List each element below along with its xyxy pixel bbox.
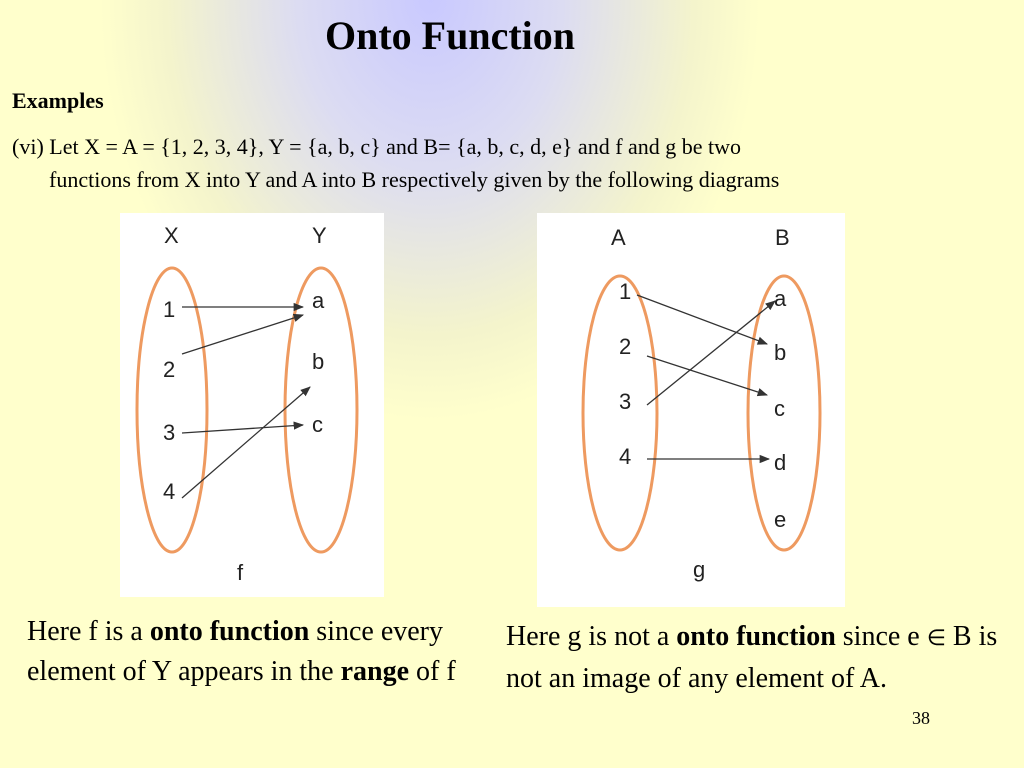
caption-g-text-2: since e xyxy=(835,621,927,652)
codomain-set-label: B xyxy=(775,225,790,250)
mapping-arrow xyxy=(181,313,304,355)
diagram-f-svg: X Y 1 2 3 4 a b c f xyxy=(135,223,359,585)
codomain-oval xyxy=(283,266,359,554)
mapping-arrow xyxy=(646,355,768,397)
section-heading: Examples xyxy=(12,88,104,113)
domain-element: 4 xyxy=(163,479,175,504)
caption-f-text-1: Here f is a xyxy=(27,616,150,647)
codomain-element: a xyxy=(312,288,325,313)
problem-line-1: (vi) Let X = A = {1, 2, 3, 4}, Y = {a, b… xyxy=(12,134,742,159)
caption-f-bold-2: range xyxy=(340,656,410,687)
caption-g-text-3: B is not an image of any element of A. xyxy=(506,621,998,694)
diagram-g-svg: A B 1 2 3 4 a b c d e g xyxy=(581,225,822,582)
caption-f: Here f is a onto function since every el… xyxy=(27,612,467,692)
caption-g-bold-1: onto function xyxy=(676,621,836,652)
function-label: g xyxy=(693,557,705,582)
caption-f-text-3: of f xyxy=(409,656,456,687)
domain-oval xyxy=(135,266,209,554)
domain-element: 4 xyxy=(619,444,631,469)
mapping-diagram-f: X Y 1 2 3 4 a b c f xyxy=(120,213,384,597)
mapping-arrow xyxy=(646,300,776,406)
codomain-element: d xyxy=(774,450,786,475)
codomain-oval xyxy=(746,274,822,552)
domain-element: 3 xyxy=(619,389,631,414)
domain-element: 3 xyxy=(163,420,175,445)
mapping-arrow xyxy=(181,421,305,434)
domain-set-label: A xyxy=(611,225,626,250)
slide-title: Onto Function xyxy=(324,13,576,58)
mapping-arrow xyxy=(636,294,768,345)
problem-line-2: functions from X into Y and A into B res… xyxy=(49,167,780,192)
element-of-symbol: ∈ xyxy=(926,626,946,651)
codomain-element: a xyxy=(774,286,787,311)
function-label: f xyxy=(237,560,244,585)
domain-element: 2 xyxy=(163,357,175,382)
codomain-set-label: Y xyxy=(312,223,327,248)
caption-g: Here g is not a onto function since e ∈ … xyxy=(506,617,1006,699)
codomain-element: e xyxy=(774,507,786,532)
caption-f-text-2: since every element of Y appears in the xyxy=(27,616,444,687)
domain-oval xyxy=(581,274,659,552)
mapping-diagram-g: A B 1 2 3 4 a b c d e g xyxy=(537,213,845,607)
caption-f-bold-1: onto function xyxy=(149,616,310,647)
domain-element: 2 xyxy=(619,334,631,359)
caption-g-text-1: Here g is not a xyxy=(506,621,677,652)
page-number: 38 xyxy=(912,708,930,728)
domain-element: 1 xyxy=(163,297,175,322)
mapping-arrow xyxy=(181,386,311,499)
codomain-element: b xyxy=(312,349,324,374)
codomain-element: b xyxy=(774,340,786,365)
problem-statement: (vi) Let X = A = {1, 2, 3, 4}, Y = {a, b… xyxy=(12,130,1012,196)
codomain-element: c xyxy=(774,396,785,421)
domain-set-label: X xyxy=(164,223,179,248)
codomain-element: c xyxy=(312,412,323,437)
domain-element: 1 xyxy=(619,279,631,304)
